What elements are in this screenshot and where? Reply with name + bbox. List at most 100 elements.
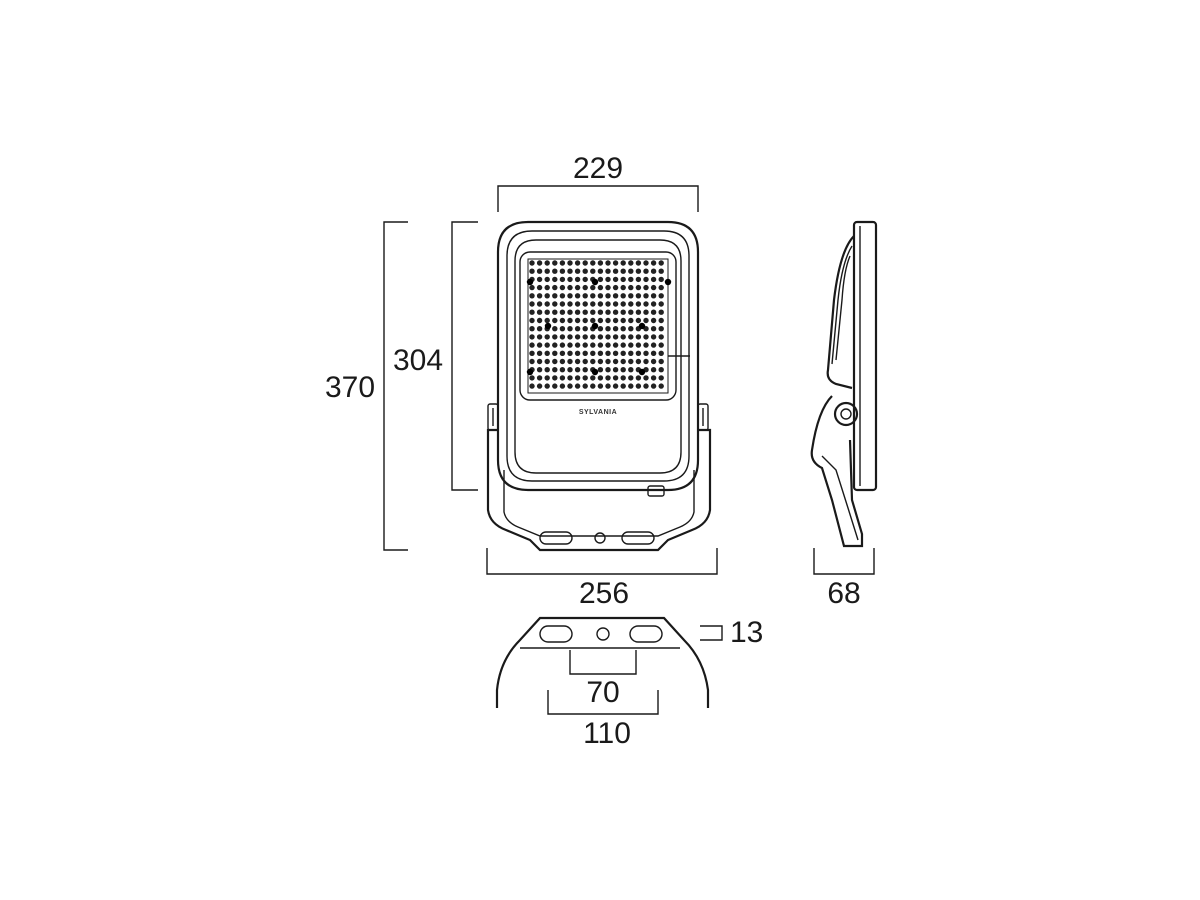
led-dot xyxy=(628,293,634,299)
led-dot xyxy=(536,334,543,340)
led-dot xyxy=(620,284,626,291)
led-dot xyxy=(536,293,543,299)
dimension-bracket-width: 256 xyxy=(486,548,718,610)
led-dot xyxy=(552,276,558,283)
led-dot xyxy=(605,317,611,324)
led-dot xyxy=(567,317,573,324)
led-dot xyxy=(590,334,596,340)
led-dot xyxy=(597,334,604,340)
led-dot xyxy=(635,268,642,274)
led-dot xyxy=(582,268,588,274)
led-dot xyxy=(620,358,626,365)
led-dot xyxy=(658,375,664,381)
led-dot xyxy=(643,342,649,348)
bracket-detail-outline xyxy=(495,616,710,708)
led-dot xyxy=(559,260,566,266)
panel-screw xyxy=(544,322,552,330)
led-dot xyxy=(658,342,664,348)
side-housing xyxy=(852,220,878,492)
led-dot xyxy=(552,268,558,274)
panel-screw xyxy=(591,368,599,376)
led-dot xyxy=(597,367,604,373)
led-dot xyxy=(529,284,535,291)
led-dot xyxy=(605,334,611,340)
led-dot xyxy=(635,301,642,307)
led-array xyxy=(526,260,672,389)
led-dot xyxy=(590,342,596,348)
led-dot xyxy=(582,358,588,365)
led-dot xyxy=(552,260,558,266)
bracket-detail-view: 13 70 110 xyxy=(495,616,763,750)
panel-screw xyxy=(526,278,534,286)
led-dot xyxy=(544,276,550,283)
led-dot xyxy=(544,293,550,299)
led-dot xyxy=(612,367,619,373)
led-dot xyxy=(590,301,596,307)
led-dot xyxy=(536,284,543,291)
led-dot xyxy=(590,293,596,299)
panel-screw xyxy=(591,278,599,286)
led-dot xyxy=(650,317,657,324)
led-dot xyxy=(635,342,642,348)
led-dot xyxy=(643,350,649,356)
led-dot xyxy=(612,301,619,307)
led-dot xyxy=(612,260,619,266)
led-dot xyxy=(582,375,588,381)
led-dot xyxy=(582,350,588,356)
led-dot xyxy=(582,276,588,283)
led-dot xyxy=(552,367,558,373)
led-dot xyxy=(567,367,573,373)
led-dot xyxy=(559,301,566,307)
led-dot xyxy=(529,309,535,315)
led-dot xyxy=(559,293,566,299)
led-dot xyxy=(628,342,634,348)
led-dot xyxy=(643,293,649,299)
led-dot xyxy=(658,367,664,373)
led-dot xyxy=(590,350,596,356)
led-dot xyxy=(605,383,611,389)
led-dot xyxy=(650,301,657,307)
led-dot xyxy=(597,358,604,365)
led-dot xyxy=(574,268,581,274)
housing-lens-frame xyxy=(514,239,682,474)
led-dot xyxy=(544,342,550,348)
led-dot xyxy=(536,317,543,324)
led-dot xyxy=(597,317,604,324)
led-dot xyxy=(552,284,558,291)
led-dot xyxy=(612,358,619,365)
led-dot xyxy=(574,317,581,324)
led-dot xyxy=(552,301,558,307)
bracket-hole-center xyxy=(594,532,606,544)
led-dot xyxy=(590,358,596,365)
led-dot xyxy=(635,334,642,340)
led-dot xyxy=(628,260,634,266)
led-dot xyxy=(536,309,543,315)
led-dot xyxy=(597,350,604,356)
led-dot xyxy=(544,268,550,274)
led-dot xyxy=(597,342,604,348)
led-dot xyxy=(635,375,642,381)
led-dot xyxy=(567,301,573,307)
led-dot xyxy=(658,317,664,324)
led-dot xyxy=(567,293,573,299)
led-dot xyxy=(620,260,626,266)
led-dot xyxy=(552,375,558,381)
led-dot xyxy=(552,358,558,365)
led-dot xyxy=(628,301,634,307)
led-dot xyxy=(544,284,550,291)
led-dot xyxy=(544,317,550,324)
led-dot xyxy=(597,284,604,291)
front-view: 229 304 370 256 SYLVANIA xyxy=(325,152,718,610)
led-dot xyxy=(552,317,558,324)
mounting-bracket xyxy=(486,428,712,552)
led-dot xyxy=(597,293,604,299)
led-dot xyxy=(574,375,581,381)
dimension-body-height: 304 xyxy=(393,221,478,491)
led-dot xyxy=(658,334,664,340)
led-dot xyxy=(582,383,588,389)
led-dot xyxy=(605,276,611,283)
led-dot xyxy=(574,301,581,307)
dimension-front-width-label: 229 xyxy=(573,152,623,185)
led-dot xyxy=(567,260,573,266)
